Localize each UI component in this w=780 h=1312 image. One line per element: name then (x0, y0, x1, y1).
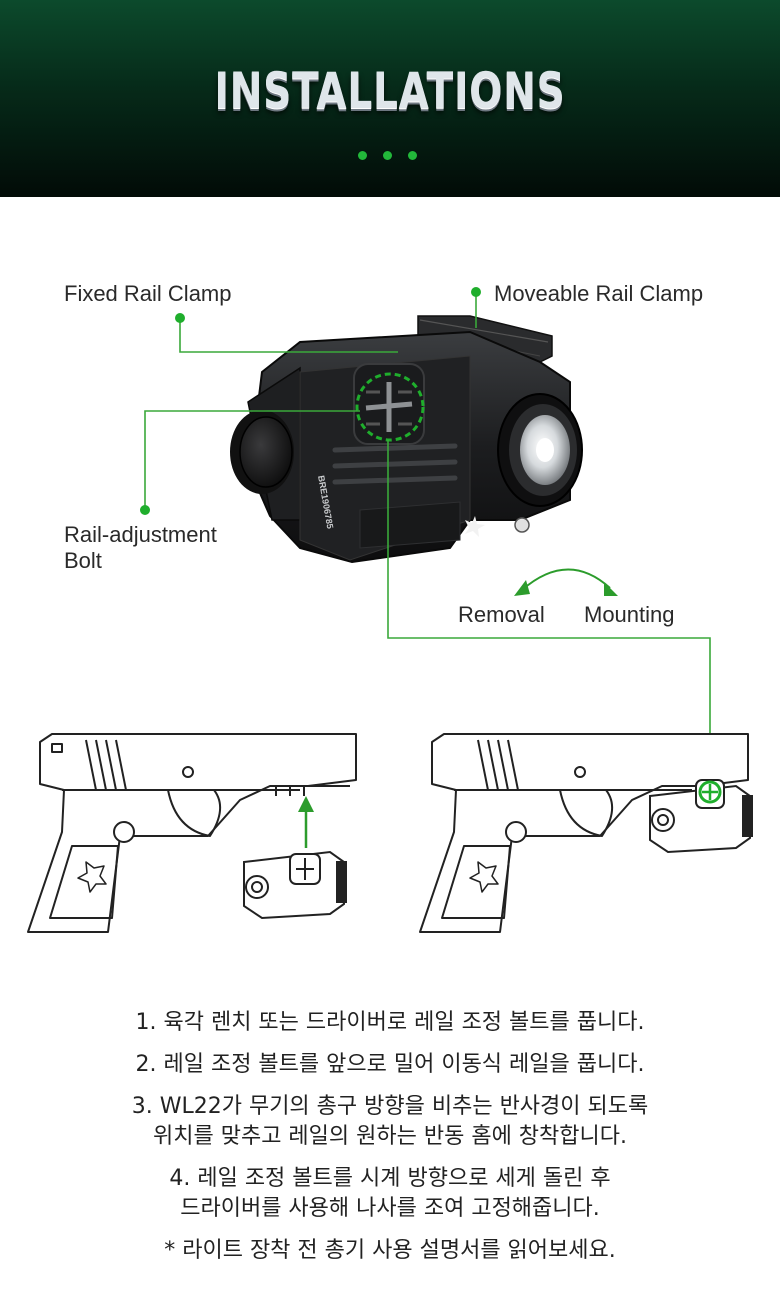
callout-dot (471, 287, 481, 297)
pistol-right-illustration (419, 733, 749, 933)
instruction-note: * 라이트 장착 전 총기 사용 설명서를 읽어보세요. (164, 1238, 616, 1263)
header-banner: INSTALLATIONS (0, 0, 780, 197)
callout-dot (140, 505, 150, 515)
page-title: INSTALLATIONS (214, 62, 566, 120)
installation-diagram: BRE1906785 (27, 287, 753, 933)
fixed-rail-clamp-label: Fixed Rail Clamp (64, 281, 232, 306)
light-small-left (243, 850, 347, 920)
instruction-step-1: 1. 육각 렌치 또는 드라이버로 레일 조정 볼트를 풉니다. (135, 1010, 645, 1035)
header-dot (408, 151, 417, 160)
callout-dot (175, 313, 185, 323)
mounting-label: Mounting (584, 602, 675, 627)
removal-label: Removal (458, 602, 545, 627)
removal-mounting-arrow (514, 568, 618, 596)
instruction-step-2: 2. 레일 조정 볼트를 앞으로 밀어 이동식 레일을 풉니다. (135, 1052, 645, 1077)
instruction-step-4-line2: 드라이버를 사용해 나사를 조여 고정해줍니다. (180, 1196, 600, 1221)
pistol-left-illustration (27, 733, 357, 933)
header-dot (383, 151, 392, 160)
instruction-step-3-line2: 위치를 맞추고 레일의 원하는 반동 홈에 창착합니다. (153, 1124, 627, 1149)
pressure-switch-button (230, 410, 294, 494)
instruction-step-4-line1: 4. 레일 조정 볼트를 시계 방향으로 세게 돌린 후 (169, 1166, 611, 1191)
header-dot (358, 151, 367, 160)
moveable-rail-clamp-label: Moveable Rail Clamp (494, 281, 704, 306)
rail-adjustment-bolt-label-line2: Bolt (64, 548, 102, 573)
instructions-block: 1. 육각 렌치 또는 드라이버로 레일 조정 볼트를 풉니다. 2. 레일 조… (0, 1008, 780, 1266)
rail-adjustment-bolt (353, 363, 425, 445)
rail-adjustment-bolt-label-line1: Rail-adjustment (64, 522, 217, 547)
weapon-light-device: BRE1906785 (230, 315, 583, 564)
laser-emitter-icon (514, 517, 530, 533)
instruction-step-3-line1: 3. WL22가 무기의 총구 방향을 비추는 반사경이 되도록 (131, 1094, 649, 1119)
callout-leaders (144, 293, 711, 790)
highlight-ring (355, 372, 425, 442)
flashlight-head (497, 393, 583, 507)
